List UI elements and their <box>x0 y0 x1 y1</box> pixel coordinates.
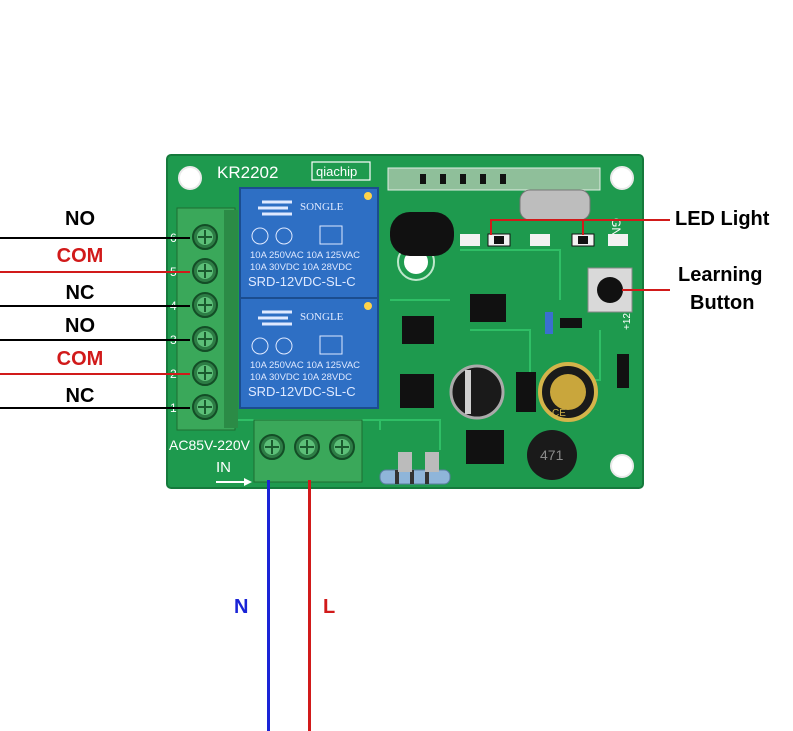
output-label: NC <box>65 385 95 407</box>
output-wire <box>0 237 190 239</box>
relay-spec-1: 10A 250VAC 10A 125VAC <box>250 360 360 371</box>
resistor <box>379 469 451 485</box>
neutral-wire <box>267 480 270 731</box>
learning-label-line1: Learning <box>678 264 763 286</box>
relay-model: SRD-12VDC-SL-C <box>248 384 356 399</box>
input-voltage-label: AC85V-220V <box>169 437 251 453</box>
learning-label-line2: Button <box>690 292 755 314</box>
live-wire <box>308 480 311 731</box>
svg-text:CE: CE <box>552 408 566 419</box>
input-terminal-screw[interactable] <box>329 434 355 460</box>
leds <box>460 233 628 247</box>
input-terminal-screw[interactable] <box>294 434 320 460</box>
svg-text:471: 471 <box>540 447 564 463</box>
terminal-screw[interactable] <box>192 360 218 386</box>
ic-chips <box>400 294 629 464</box>
terminal-screw[interactable] <box>192 326 218 352</box>
led-callout-line <box>490 219 670 221</box>
output-label: COM <box>56 245 104 267</box>
rf-module <box>387 167 601 191</box>
terminal-screw[interactable] <box>192 394 218 420</box>
learning-callout-line <box>622 289 670 291</box>
neutral-label: N <box>234 596 249 618</box>
relay-spec-1: 10A 250VAC 10A 125VAC <box>250 250 360 261</box>
led-callout-drop-2 <box>582 219 584 235</box>
relay-brand: SONGLE <box>300 201 344 213</box>
capacitor-small <box>449 364 505 420</box>
led-callout-drop-1 <box>490 219 492 235</box>
relay-spec-2: 10A 30VDC 10A 28VDC <box>250 262 352 273</box>
terminal-screw[interactable] <box>192 292 218 318</box>
output-wire <box>0 407 190 409</box>
output-wire <box>0 373 190 375</box>
live-label: L <box>323 596 336 618</box>
output-label: COM <box>56 348 104 370</box>
led-light-label: LED Light <box>675 208 770 230</box>
terminal-screws <box>192 224 218 420</box>
input-terminal-screw[interactable] <box>259 434 285 460</box>
output-label: NO <box>65 315 95 337</box>
brand-text: qiachip <box>316 164 357 179</box>
terminal-screw[interactable] <box>192 258 218 284</box>
board-model-text: KR2202 <box>217 163 278 182</box>
relay-model: SRD-12VDC-SL-C <box>248 274 356 289</box>
inductor <box>527 430 577 480</box>
in-label: IN <box>216 459 231 476</box>
output-label: NC <box>65 282 95 304</box>
relay-brand: SONGLE <box>300 311 344 323</box>
brand-box <box>311 161 371 181</box>
relay-spec-2: 10A 30VDC 10A 28VDC <box>250 372 352 383</box>
output-label: NO <box>65 208 95 230</box>
plus12-label: +12 <box>622 313 633 330</box>
terminal-screw[interactable] <box>192 224 218 250</box>
antenna-coil <box>390 212 454 256</box>
output-wire <box>0 305 190 307</box>
output-wire <box>0 339 190 341</box>
crystal <box>519 189 591 221</box>
output-wire <box>0 271 190 273</box>
